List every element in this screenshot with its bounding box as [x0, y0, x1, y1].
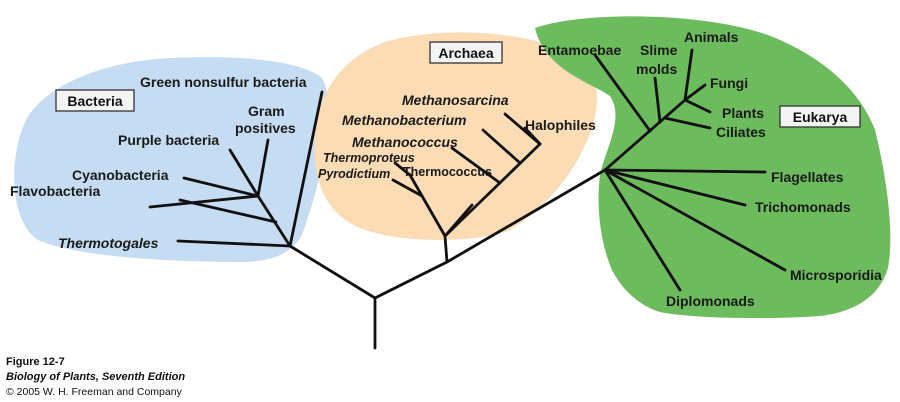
label-entamoebae: Entamoebae: [538, 42, 621, 58]
archaea-domain-box: Archaea: [429, 41, 503, 64]
copyright-line: © 2005 W. H. Freeman and Company: [6, 386, 182, 398]
label-microsporidia: Microsporidia: [790, 267, 882, 283]
eukarya-domain-label: Eukarya: [793, 109, 848, 125]
label-flavobacteria: Flavobacteria: [10, 183, 100, 199]
label-slime-molds-line2: molds: [636, 61, 677, 77]
label-gram-positives-line2: positives: [235, 120, 296, 136]
label-cyanobacteria: Cyanobacteria: [72, 167, 169, 183]
label-plants: Plants: [722, 105, 764, 121]
book-title: Biology of Plants, Seventh Edition: [6, 371, 186, 383]
label-green-nonsulfur-bacteria: Green nonsulfur bacteria: [140, 74, 307, 90]
label-ciliates: Ciliates: [716, 124, 766, 140]
label-purple-bacteria: Purple bacteria: [118, 132, 219, 148]
label-trichomonads: Trichomonads: [755, 199, 851, 215]
label-pyrodictium: Pyrodictium: [318, 167, 390, 181]
label-halophiles: Halophiles: [525, 117, 596, 133]
label-animals: Animals: [684, 29, 739, 45]
bacteria-domain-box: Bacteria: [55, 89, 135, 112]
label-slime-molds-line1: Slime: [640, 42, 678, 58]
label-methanobacterium: Methanobacterium: [342, 112, 466, 128]
label-thermococcus: Thermococcus: [403, 165, 492, 179]
label-diplomonads: Diplomonads: [666, 293, 755, 309]
label-flagellates: Flagellates: [771, 169, 844, 185]
archaea-domain-label: Archaea: [438, 45, 493, 61]
bacteria-domain-label: Bacteria: [67, 93, 122, 109]
eukarya-region: [535, 16, 891, 319]
label-gram-positives-line1: Gram: [248, 103, 285, 119]
figure-number: Figure 12-7: [6, 356, 65, 368]
label-methanococcus: Methanococcus: [352, 134, 458, 150]
label-fungi: Fungi: [710, 75, 748, 91]
tree-branches: [148, 48, 787, 350]
eukarya-domain-box: Eukarya: [779, 105, 861, 128]
label-thermotogales: Thermotogales: [58, 235, 159, 251]
label-methanosarcina: Methanosarcina: [402, 92, 509, 108]
label-thermoproteus: Thermoproteus: [323, 151, 415, 165]
archaea-region: [314, 32, 597, 240]
